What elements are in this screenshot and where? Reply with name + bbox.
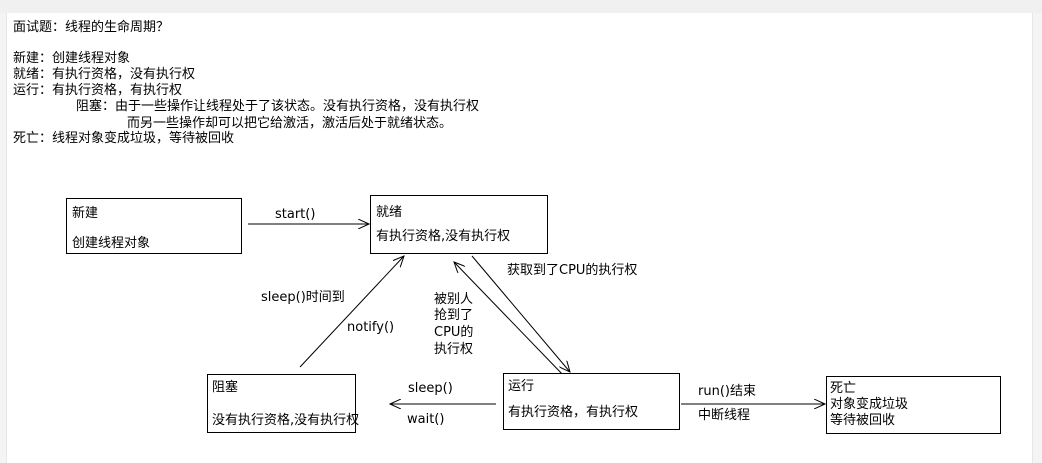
notes-blocked-line2: 而另一些操作却可以把它给激活，激活后处于就绪状态。 <box>127 116 453 131</box>
edge-label-sleep: sleep() <box>408 381 453 396</box>
edge-label-get-cpu: 获取到了CPU的执行权 <box>507 263 638 278</box>
notes-title: 面试题：线程的生命周期？ <box>13 20 170 35</box>
edge-label-start: start() <box>275 207 316 222</box>
state-blocked-box: 阻塞 没有执行资格,没有执行权 <box>207 374 360 433</box>
edge-label-run-end: run()结束 <box>698 384 756 399</box>
state-dead-title: 死亡 <box>830 381 857 396</box>
notes-ready-line: 就绪：有执行资格，没有执行权 <box>13 67 196 82</box>
state-running-title: 运行 <box>508 379 535 394</box>
state-dead-box: 死亡 对象变成垃圾 等待被回收 <box>826 376 1001 434</box>
window-top-bar <box>0 0 1042 13</box>
arrow-running-to-ready <box>454 262 566 378</box>
left-margin-bar <box>0 13 7 463</box>
edge-label-preempted-4: 执行权 <box>434 342 474 357</box>
state-blocked-title: 阻塞 <box>212 380 239 395</box>
state-new-title: 新建 <box>72 206 99 221</box>
arrow-blocked-to-ready <box>299 256 404 368</box>
notes-new-line: 新建：创建线程对象 <box>13 51 131 66</box>
edge-label-sleep-done: sleep()时间到 <box>261 290 345 305</box>
state-running-box: 运行 有执行资格，有执行权 <box>503 373 680 430</box>
notes-running-line: 运行：有执行资格，有执行权 <box>13 83 183 98</box>
state-dead-line2: 等待被回收 <box>830 413 896 428</box>
right-scrollbar[interactable] <box>1032 13 1042 463</box>
state-ready-title: 就绪 <box>376 205 403 220</box>
edge-label-preempted-2: 抢到了 <box>434 308 474 323</box>
state-new-box: 新建 创建线程对象 <box>66 198 242 254</box>
state-blocked-desc: 没有执行资格,没有执行权 <box>212 413 360 428</box>
state-dead-line1: 对象变成垃圾 <box>830 397 909 412</box>
edge-label-preempted-3: CPU的 <box>434 325 474 340</box>
edge-label-wait: wait() <box>407 412 445 427</box>
edge-label-preempted-1: 被别人 <box>434 292 474 307</box>
notes-dead-line: 死亡：线程对象变成垃圾，等待被回收 <box>13 131 235 146</box>
state-new-desc: 创建线程对象 <box>72 236 151 251</box>
state-ready-box: 就绪 有执行资格,没有执行权 <box>370 195 548 254</box>
edge-label-interrupt: 中断线程 <box>698 408 751 423</box>
state-running-desc: 有执行资格，有执行权 <box>508 405 639 420</box>
arrow-ready-to-running <box>471 255 570 372</box>
notes-blocked-line: 阻塞：由于一些操作让线程处于了该状态。没有执行资格，没有执行权 <box>76 99 480 114</box>
edge-label-notify: notify() <box>347 320 395 335</box>
state-ready-desc: 有执行资格,没有执行权 <box>376 229 511 244</box>
